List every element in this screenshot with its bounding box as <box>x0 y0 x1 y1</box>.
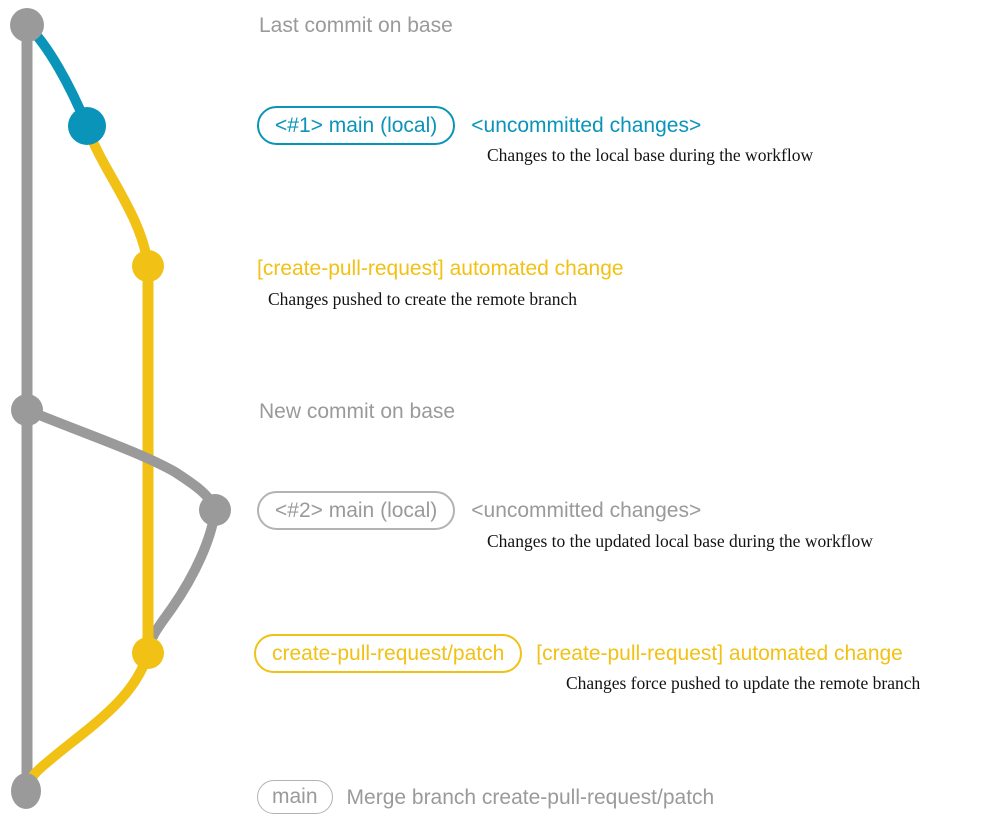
merge-row: main Merge branch create-pull-request/pa… <box>257 780 714 814</box>
automated-2-row: create-pull-request/patch [create-pull-r… <box>254 634 903 673</box>
merge-heading: Merge branch create-pull-request/patch <box>346 785 715 809</box>
branch-tag-main-local-2: <#2> main (local) <box>257 491 456 530</box>
uncommitted-1-row: <#1> main (local) <uncommitted changes> <box>257 106 701 145</box>
branch-graph <box>10 8 231 809</box>
automated-2-heading: [create-pull-request] automated change <box>536 642 903 665</box>
uncommitted-1-heading: <uncommitted changes> <box>471 114 702 137</box>
new-commit-heading: New commit on base <box>259 400 456 423</box>
uncommitted-2-heading: <uncommitted changes> <box>471 499 702 522</box>
automated-1-caption: Changes pushed to create the remote bran… <box>268 289 578 309</box>
local-branch-return-curve <box>143 505 220 658</box>
commit-dot-automated-2 <box>132 637 164 669</box>
uncommitted-2-caption: Changes to the updated local base during… <box>487 531 873 551</box>
commit-dot-uncommitted-1 <box>68 107 106 145</box>
commit-dot-uncommitted-2 <box>199 494 231 526</box>
branch-tag-main-local-1: <#1> main (local) <box>257 106 456 145</box>
uncommitted-1-caption: Changes to the local base during the wor… <box>487 145 814 165</box>
automated-change-curve <box>82 121 153 271</box>
automated-1-heading: [create-pull-request] automated change <box>257 257 624 280</box>
branch-tag-create-pull-request-patch: create-pull-request/patch <box>254 634 523 673</box>
commit-dot-merge <box>11 773 41 809</box>
merge-curve <box>22 648 153 798</box>
rebase-curve <box>22 405 220 515</box>
commit-dot-automated-1 <box>132 250 164 282</box>
automated-2-caption: Changes force pushed to update the remot… <box>566 673 921 693</box>
uncommitted-2-row: <#2> main (local) <uncommitted changes> <box>257 491 701 530</box>
branch-tag-main: main <box>257 780 333 814</box>
commit-dot-new-base <box>11 394 43 426</box>
last-commit-heading: Last commit on base <box>259 14 453 37</box>
commit-dot-last-base <box>10 8 44 42</box>
